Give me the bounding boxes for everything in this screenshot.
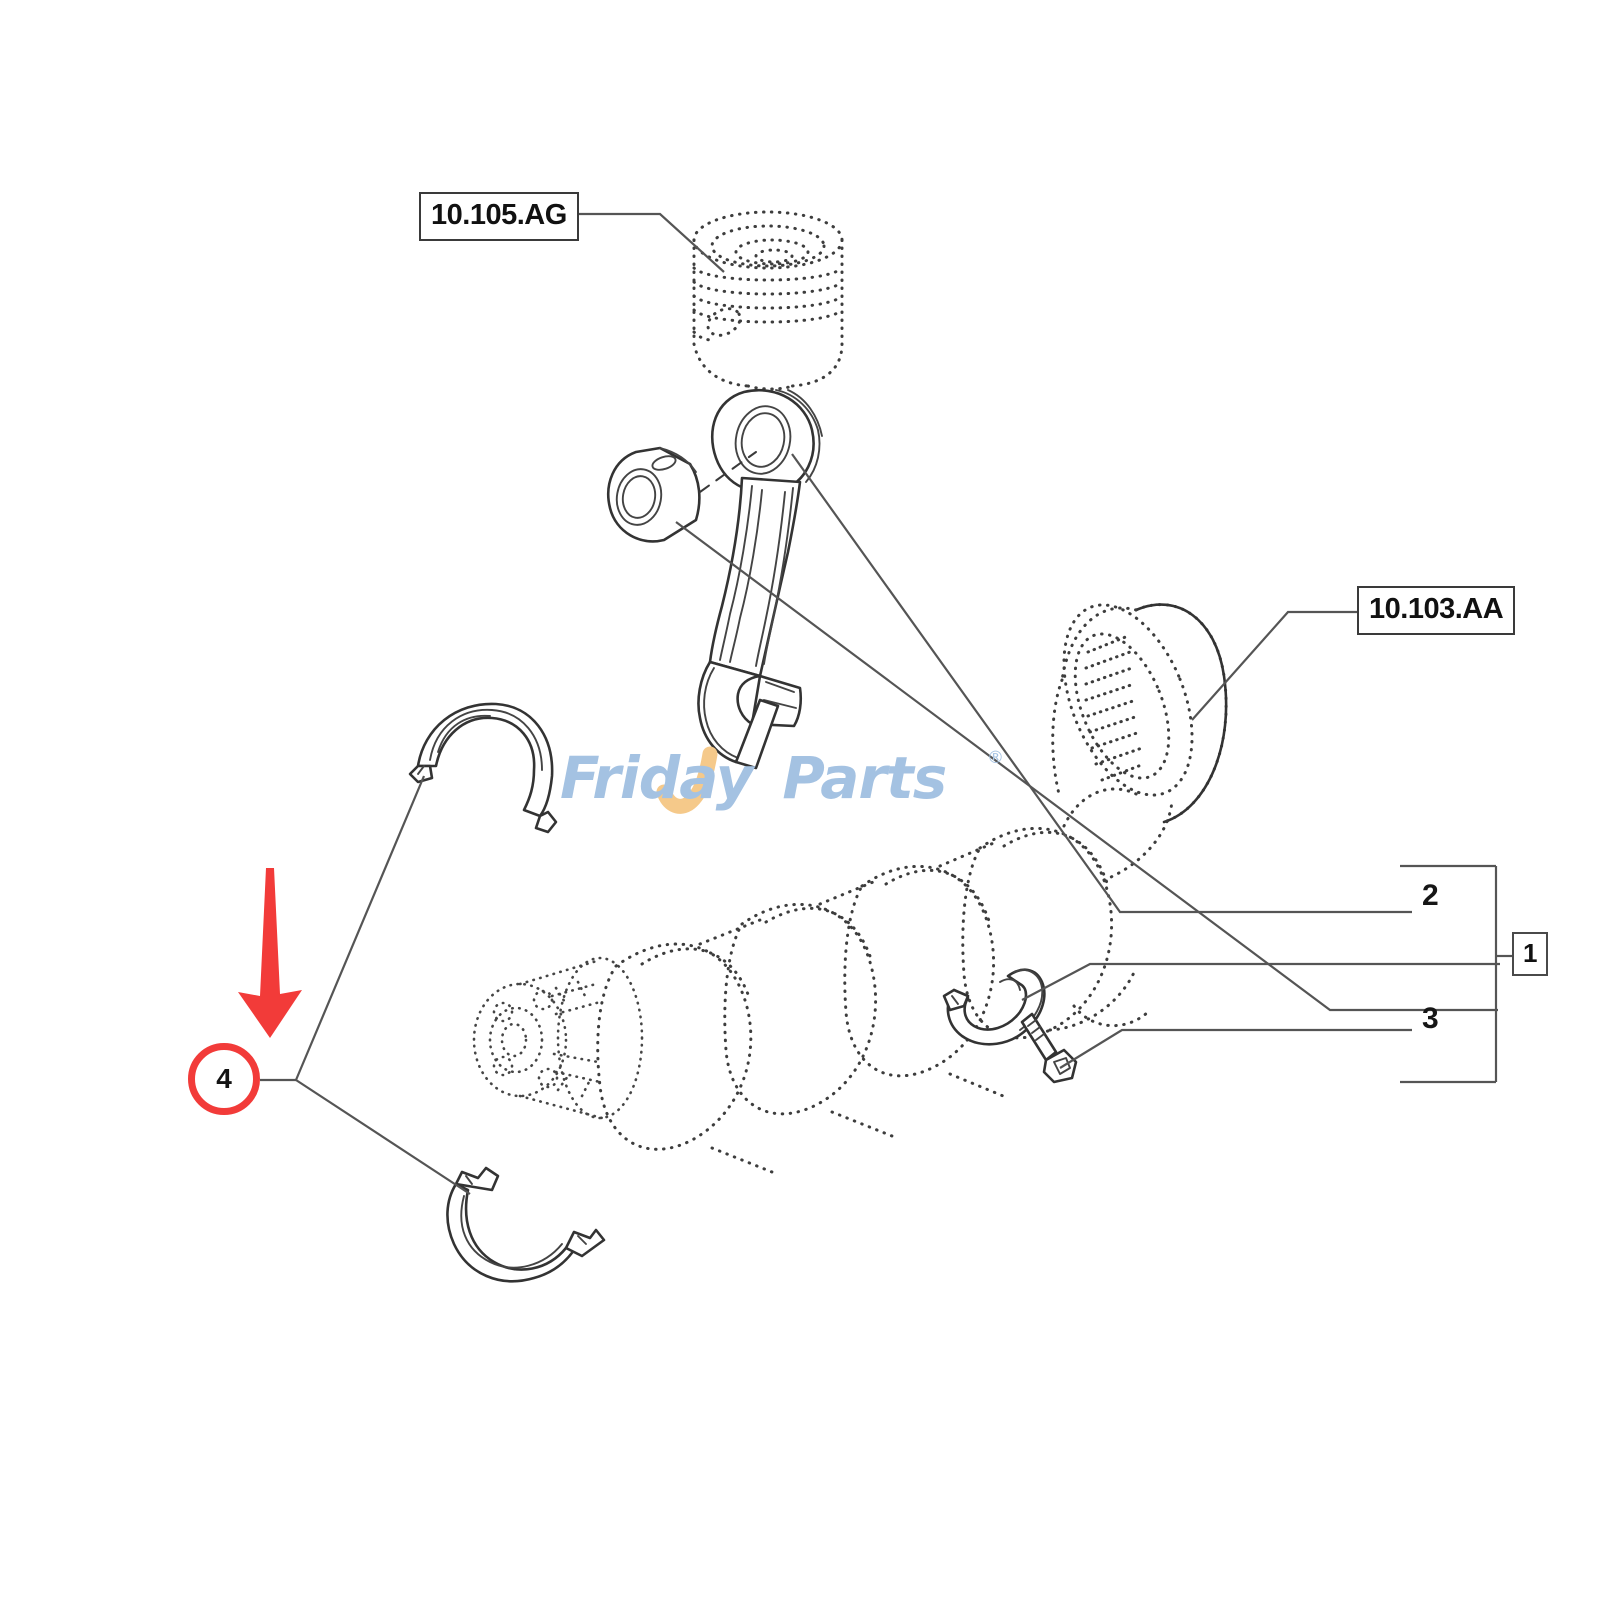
leader-lines (260, 212, 1512, 1195)
main-bearing-shell-upper-graphic (408, 702, 558, 834)
callout-4-highlight-circle (188, 1043, 260, 1115)
connecting-rod-bearing-cap-graphic (942, 968, 1078, 1084)
callout-number-1[interactable]: 1 (1512, 932, 1549, 976)
connecting-rod-bushing-graphic (607, 446, 757, 543)
highlight-arrow-icon (238, 868, 302, 1038)
reference-label-crankshaft[interactable]: 10.103.AA (1357, 586, 1516, 635)
callout-number-4: 4 (216, 1063, 232, 1094)
connecting-rod-graphic (697, 389, 823, 770)
main-bearing-shell-lower-graphic (446, 1166, 606, 1283)
reference-label-piston[interactable]: 10.105.AG (419, 192, 579, 241)
callout-number-3: 3 (1422, 1002, 1439, 1035)
callout-number-2: 2 (1422, 879, 1439, 912)
crankshaft-graphic (472, 603, 1228, 1174)
cap-bolt-graphic (1020, 1012, 1078, 1084)
piston-assembly-graphic (692, 210, 844, 391)
